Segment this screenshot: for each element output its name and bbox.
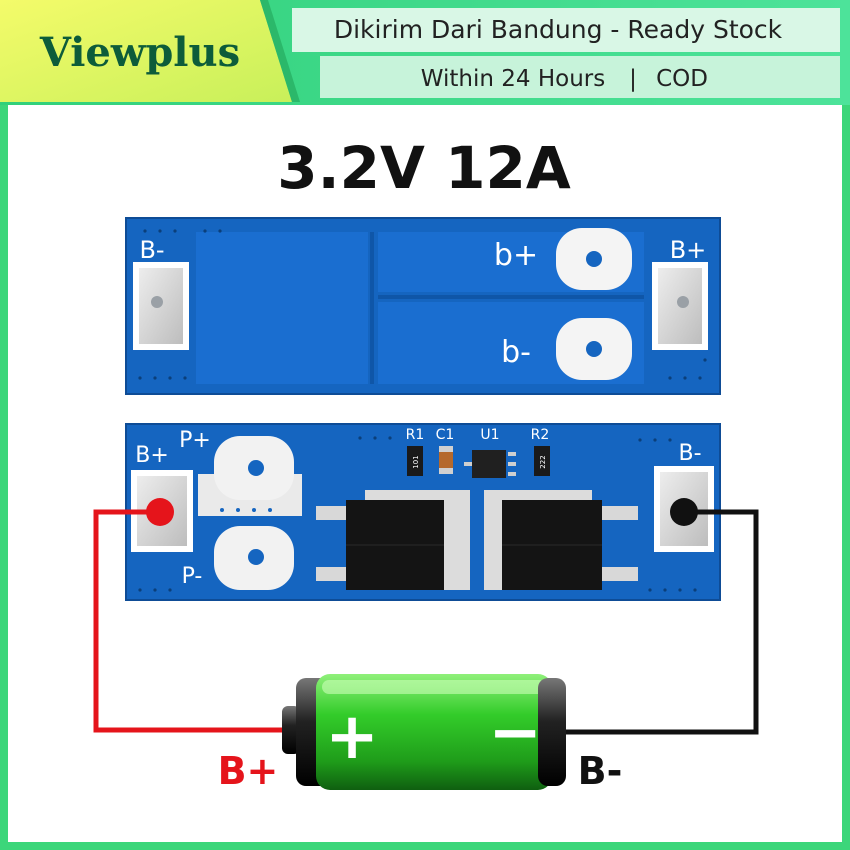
pcb-board-back: B- B+ b+ b- <box>125 217 721 395</box>
front-label-p-minus: P- <box>182 564 203 589</box>
label-r1: R1 <box>406 427 425 443</box>
battery-minus-symbol: − <box>488 696 542 770</box>
battery-label-b-minus: B- <box>578 749 623 793</box>
wire-red-dot <box>146 498 174 526</box>
ic-u1 <box>472 450 506 478</box>
brand-logo: Viewplus <box>39 29 240 76</box>
front-label-b-minus: B- <box>678 441 701 466</box>
svg-text:101: 101 <box>412 455 420 468</box>
wire-black-dot <box>670 498 698 526</box>
resistor-r1 <box>407 446 423 476</box>
battery-plus-symbol: + <box>325 700 379 774</box>
svg-text:222: 222 <box>539 455 547 468</box>
front-label-p-plus: P+ <box>179 428 211 453</box>
mosfet-right <box>484 490 638 590</box>
back-label-pad-b-minus: b- <box>501 335 531 370</box>
tagline-separator: | <box>629 66 637 92</box>
battery: + − <box>282 674 566 790</box>
battery-label-b-plus: B+ <box>218 749 279 793</box>
mosfet-left <box>316 490 470 590</box>
pcb-board-front: B+ P+ P- B- R1 C1 U1 R2 101 <box>125 423 721 601</box>
back-label-pad-b-plus: b+ <box>494 238 538 273</box>
label-u1: U1 <box>480 427 499 443</box>
back-label-b-plus: B+ <box>670 236 707 264</box>
wire-black <box>560 509 759 735</box>
wire-red <box>93 509 302 733</box>
resistor-r2 <box>534 446 550 476</box>
capacitor-c1 <box>439 446 453 474</box>
tagline-cod: COD <box>656 66 708 92</box>
tagline-bottom: Within 24 Hours <box>421 66 605 92</box>
label-c1: C1 <box>436 427 455 443</box>
product-title: 3.2V 12A <box>277 134 571 202</box>
front-label-b-plus: B+ <box>135 443 169 468</box>
tagline-top: Dikirim Dari Bandung - Ready Stock <box>334 15 783 44</box>
label-r2: R2 <box>531 427 550 443</box>
header-banner: Viewplus Dikirim Dari Bandung - Ready St… <box>0 0 850 105</box>
back-label-b-minus: B- <box>139 236 164 264</box>
